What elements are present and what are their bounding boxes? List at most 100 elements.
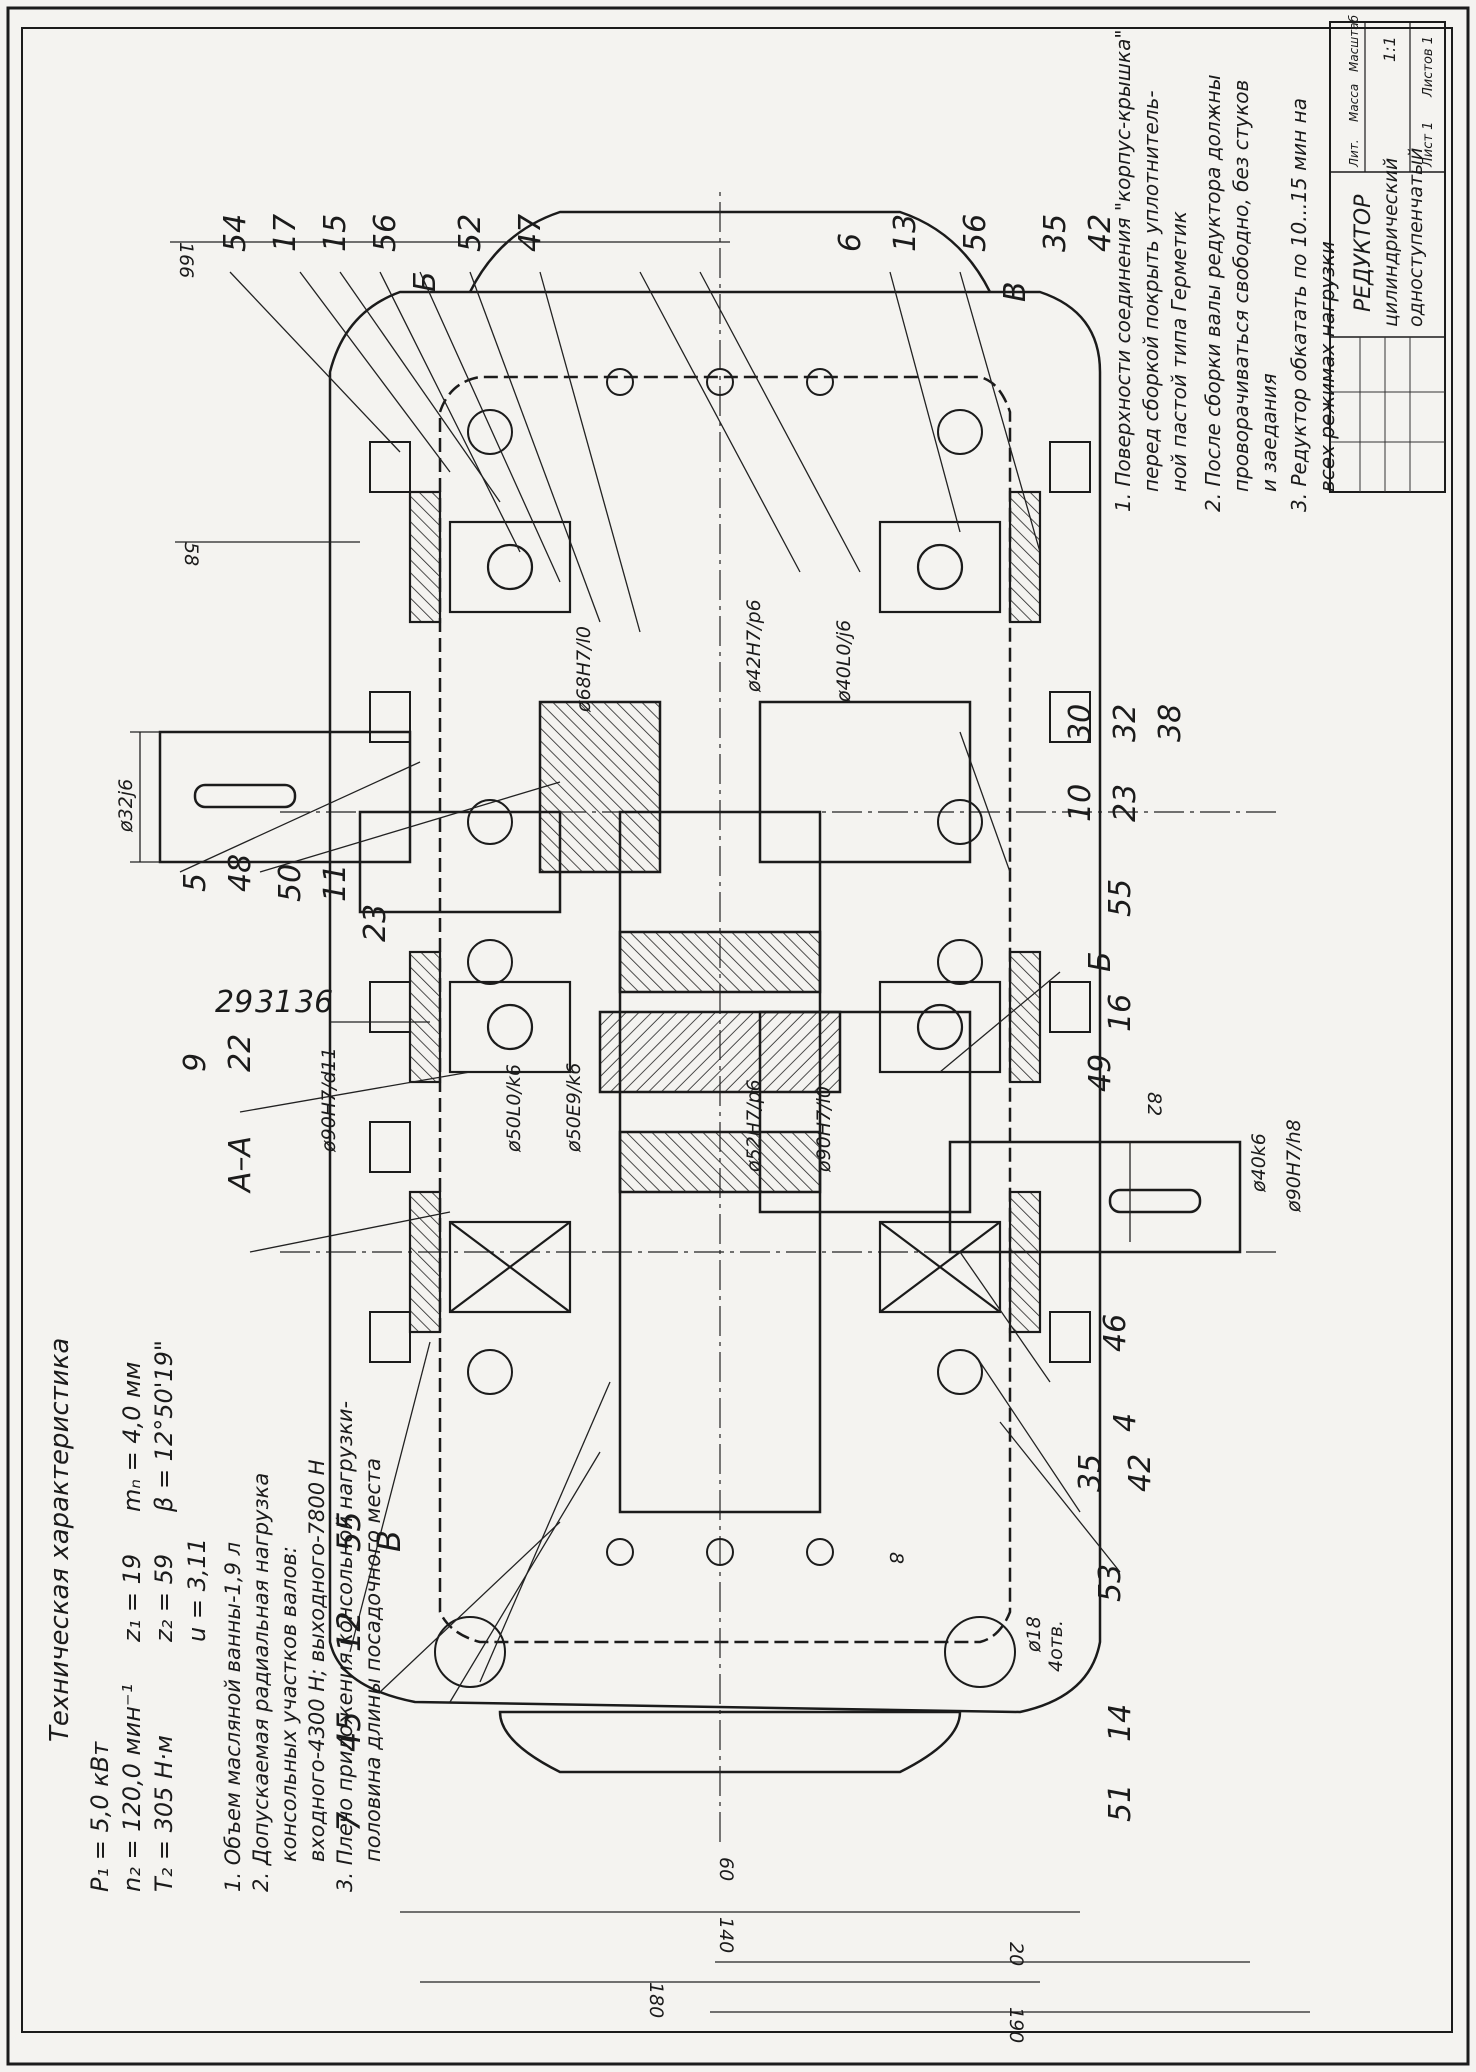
req-5: проворачиваться свободно, без стуков <box>1229 80 1253 492</box>
leader-22a: 22 <box>223 1034 258 1072</box>
leader-9: 9 <box>178 1053 213 1072</box>
leader-51: 51 <box>1103 1784 1138 1822</box>
leader-47: 47 <box>513 214 548 252</box>
leader-53: 53 <box>1093 1564 1128 1602</box>
housing-holes <box>434 368 1016 1688</box>
title-sheet: Лист 1 <box>1421 122 1436 168</box>
leader-numbers-top: 5 48 50 11 23 9 22 29 31 36 <box>178 854 393 1072</box>
leader-6: 6 <box>833 233 868 252</box>
dim-90-d11: ø90H7/d11 <box>318 1047 340 1153</box>
title-name-3: одноступенчатый <box>1405 148 1427 327</box>
dimension-texts: 166 58 ø32j6 ø68H7/l0 ø42H7/p6 ø40L0/j6 … <box>115 242 1305 2043</box>
dim-82: 82 <box>1143 1092 1165 1116</box>
dim-90-l0: ø90H7/l0 <box>813 1086 835 1173</box>
leader-49: 49 <box>1083 1054 1118 1092</box>
leader-46: 46 <box>1098 1314 1133 1352</box>
title-block: РЕДУКТОР цилиндрический одноступенчатый … <box>1329 14 1446 493</box>
bolts <box>369 441 1091 1363</box>
leader-numbers-left: 7 45 12 55 В <box>330 1511 408 1832</box>
leader-30: 30 <box>1063 704 1098 742</box>
leader-numbers-right: 54 17 15 56 Б 52 47 6 13 56 В 35 42 <box>218 214 1118 302</box>
dim-68: ø68H7/l0 <box>573 626 595 713</box>
title-col-lit: Лит. <box>1347 139 1361 168</box>
dim-32: ø32j6 <box>115 779 137 833</box>
spec-note-1: 1. Объем масляной ванны-1,9 л <box>221 1542 245 1892</box>
leader-35a: 35 <box>1038 214 1073 252</box>
req-8: всех режимах нагрузки <box>1315 241 1339 492</box>
spec-z2: z₂ = 59 <box>150 1554 178 1643</box>
dim-40k6: ø40k6 <box>1248 1133 1270 1193</box>
leader-35b: 35 <box>1073 1454 1108 1492</box>
spec-z1: z₁ = 19 <box>118 1554 146 1643</box>
dim-40l0: ø40L0/j6 <box>833 620 855 703</box>
dim-42: ø42H7/p6 <box>743 599 765 693</box>
leader-4: 4 <box>1108 1413 1143 1432</box>
dim-18-holes: 4отв. <box>1045 1620 1067 1672</box>
req-2: перед сборкой покрыть уплотнитель- <box>1139 90 1163 492</box>
dimension-lines <box>130 241 1310 2013</box>
dim-50-e9: ø50E9/k6 <box>563 1063 585 1153</box>
spec-p1: P₁ = 5,0 кВт <box>86 1741 114 1892</box>
spec-note-2: 2. Допускаемая радиальная нагрузка <box>249 1473 273 1892</box>
leader-31: 31 <box>255 985 293 1020</box>
gear-wheel <box>598 810 842 1514</box>
leader-52: 52 <box>453 214 488 252</box>
title-col-mass: Масса <box>1347 84 1361 122</box>
leader-38: 38 <box>1153 704 1188 742</box>
leader-54: 54 <box>218 214 253 252</box>
inner-frame <box>21 27 1453 2033</box>
output-shaft <box>758 1010 1242 1254</box>
leader-14: 14 <box>1103 1704 1138 1742</box>
leader-v-top: В <box>998 281 1033 302</box>
spec-note-3: консольных участков валов: <box>277 1546 301 1862</box>
leader-13: 13 <box>888 214 923 252</box>
leader-23b: 23 <box>1108 784 1143 822</box>
leader-29: 29 <box>215 985 253 1020</box>
technical-requirements: 1. Поверхности соединения "корпус-крышка… <box>1111 29 1339 512</box>
leader-55b: 55 <box>1103 879 1138 917</box>
dim-166: 166 <box>175 242 197 278</box>
leader-32: 32 <box>1108 704 1143 742</box>
housing <box>328 210 1102 1774</box>
title-col-scale: Масштаб <box>1347 14 1361 72</box>
title-sheets: Листов 1 <box>1421 36 1436 98</box>
req-4: 2. После сборки валы редуктора должны <box>1201 75 1225 513</box>
req-6: и заедания <box>1257 373 1281 492</box>
leader-numbers-bottom: 10 23 30 32 38 55 Б 16 49 46 4 35 42 53 … <box>1063 704 1188 1822</box>
title-name-1: РЕДУКТОР <box>1351 194 1376 312</box>
section-label: А–А <box>223 1136 258 1194</box>
specs-heading: Техническая характеристика <box>45 1338 75 1742</box>
spec-n2: n₂ = 120,0 мин⁻¹ <box>118 1684 146 1892</box>
req-3: ной пастой типа Герметик <box>1167 211 1191 492</box>
leader-48: 48 <box>223 854 258 892</box>
leader-15: 15 <box>318 214 353 252</box>
req-7: 3. Редуктор обкатать по 10...15 мин на <box>1287 98 1311 512</box>
bearings <box>448 520 1002 1314</box>
leader-5: 5 <box>178 873 213 892</box>
leader-36: 36 <box>295 985 333 1020</box>
dim-90-h8: ø90H7/h8 <box>1283 1119 1305 1213</box>
title-scale: 1:1 <box>1380 36 1399 62</box>
req-1: 1. Поверхности соединения "корпус-крышка… <box>1111 29 1135 512</box>
spec-beta: β = 12°50'19" <box>150 1340 178 1513</box>
leader-11: 11 <box>318 864 353 902</box>
title-name-2: цилиндрический <box>1380 158 1402 327</box>
spec-note-6: половина длины посадочного места <box>361 1458 385 1862</box>
leader-42b: 42 <box>1123 1454 1158 1492</box>
leader-16: 16 <box>1103 994 1138 1032</box>
dim-52: ø52H7/p6 <box>743 1079 765 1173</box>
spec-note-4: входного-4300 Н; выходного-7800 Н <box>305 1459 329 1862</box>
leader-7: 7 <box>330 1811 368 1832</box>
leader-b-top: Б <box>408 271 443 292</box>
leader-55a: 55 <box>330 1511 368 1552</box>
leader-42a: 42 <box>1083 214 1118 252</box>
dim-8: 8 <box>885 1552 907 1564</box>
dim-18: ø18 <box>1023 1616 1045 1653</box>
leader-50: 50 <box>273 864 308 902</box>
dim-50-l0: ø50L0/k6 <box>503 1064 525 1153</box>
leader-45: 45 <box>330 1711 368 1752</box>
dim-58: 58 <box>180 542 202 566</box>
